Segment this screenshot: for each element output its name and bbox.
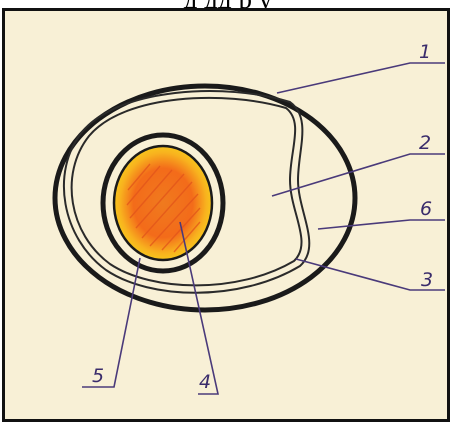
label-6: 6 bbox=[420, 198, 432, 220]
label-2: 2 bbox=[419, 132, 431, 154]
label-4: 4 bbox=[199, 371, 211, 393]
leader-line-6 bbox=[318, 220, 445, 229]
leader-line-1 bbox=[277, 63, 445, 93]
label-3: 3 bbox=[421, 269, 433, 291]
leader-line-5 bbox=[82, 258, 140, 387]
label-1: 1 bbox=[419, 41, 431, 63]
label-5: 5 bbox=[92, 365, 104, 387]
